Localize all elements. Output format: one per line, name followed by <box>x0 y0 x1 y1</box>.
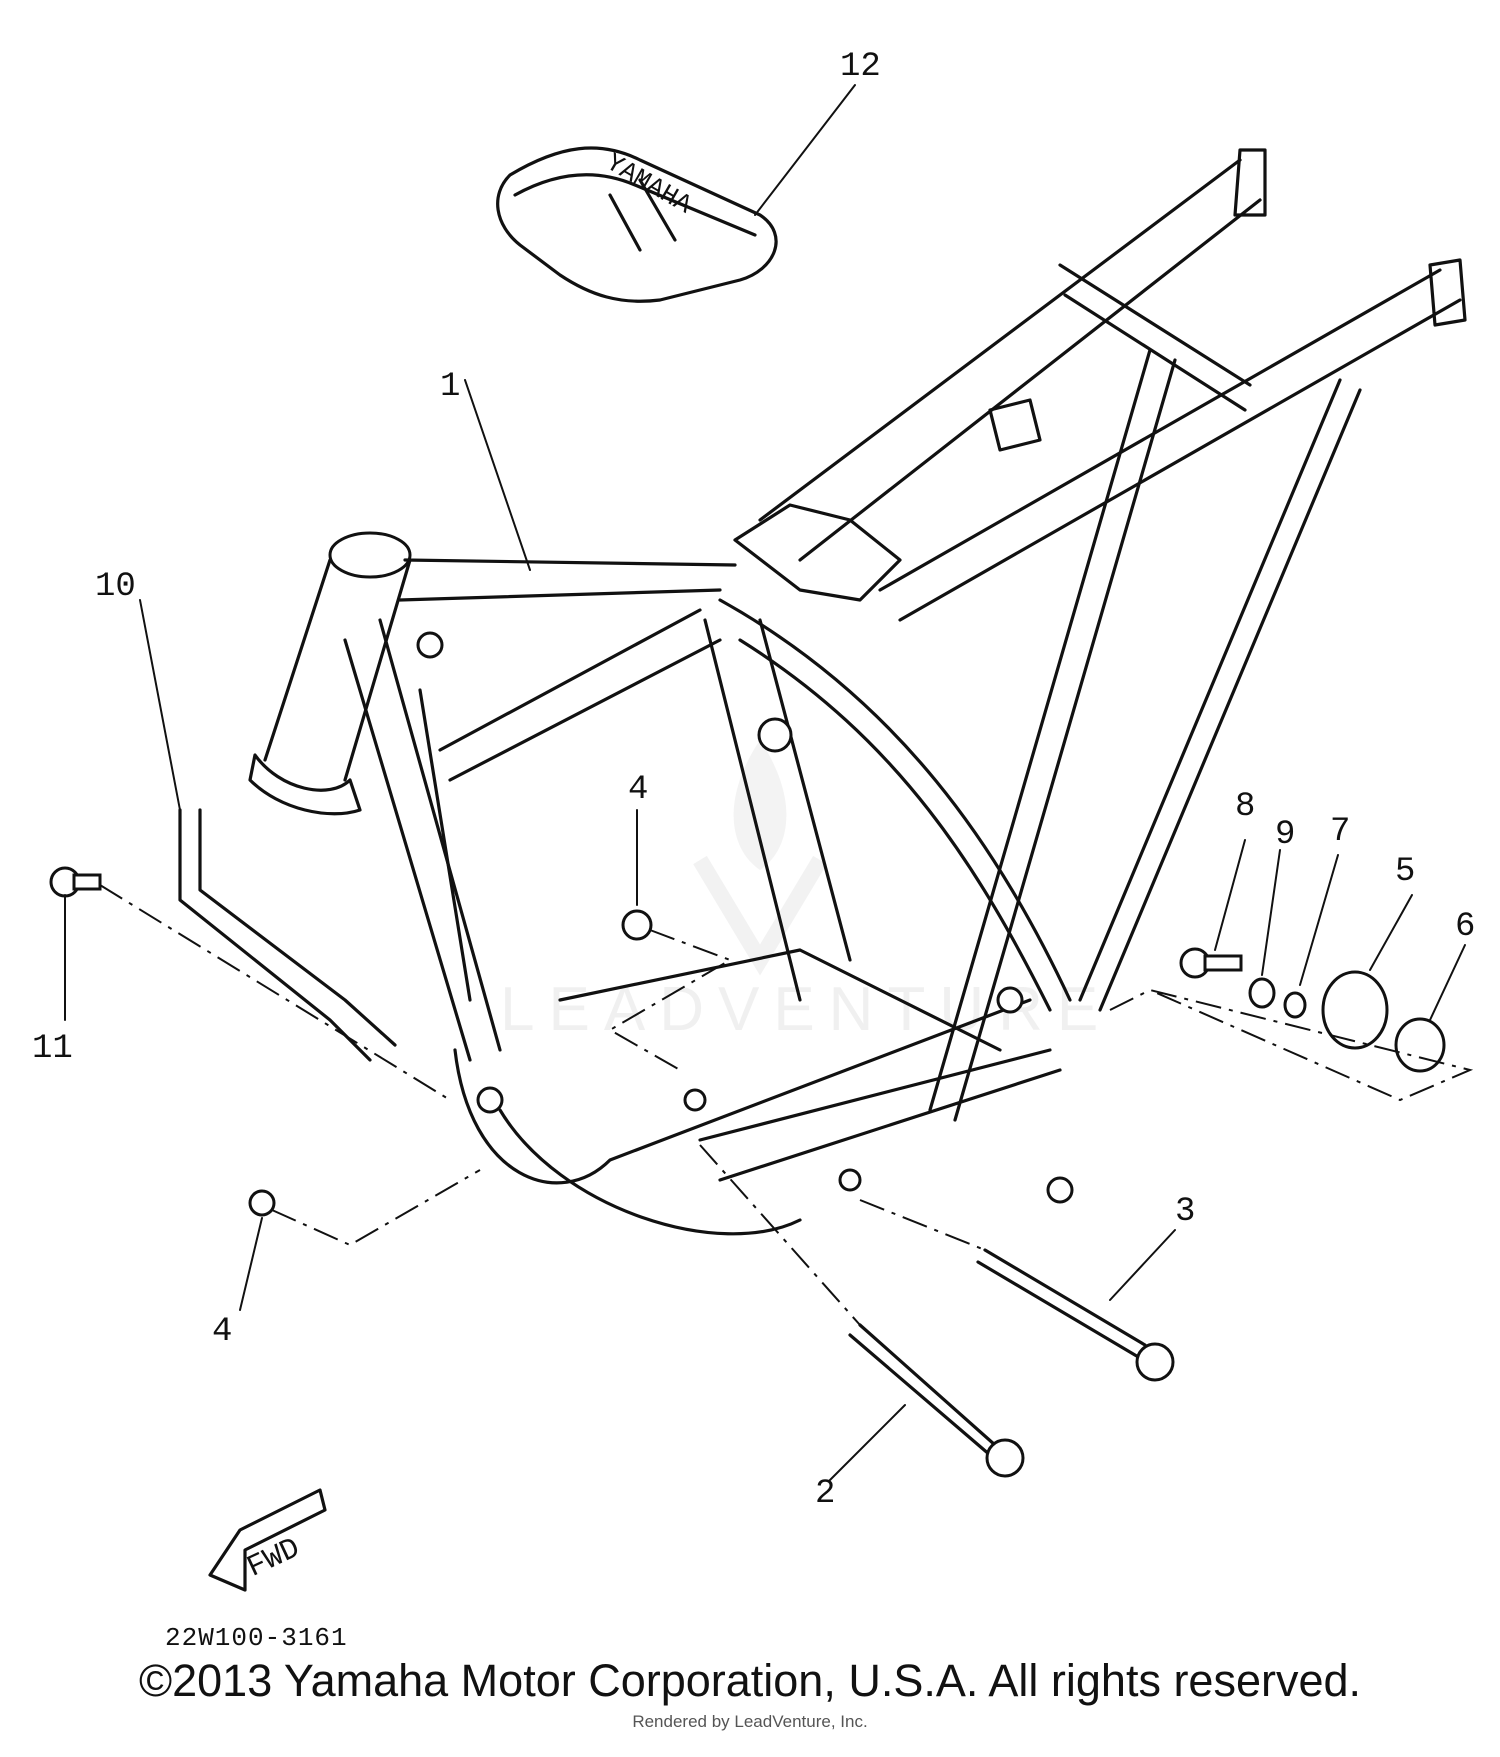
side-stand <box>178 808 397 1062</box>
tool-bag-text: YAMAHA <box>601 147 697 220</box>
watermark-text: LEADVENTURE <box>500 975 1112 1044</box>
callout-4-lower: 4 <box>212 1313 232 1351</box>
callout-3: 3 <box>1175 1193 1195 1231</box>
callout-4-upper: 4 <box>628 771 648 809</box>
callout-5: 5 <box>1395 853 1415 891</box>
watermark-logo: LEADVENTURE <box>500 740 1112 1044</box>
nut-4-lower <box>248 1169 481 1247</box>
callout-7: 7 <box>1330 813 1350 851</box>
rendered-by-text: Rendered by LeadVenture, Inc. <box>632 1712 868 1731</box>
leader-lines <box>64 84 1466 1481</box>
fwd-arrow-icon: FWD <box>208 1488 327 1592</box>
copyright-text: ©2013 Yamaha Motor Corporation, U.S.A. A… <box>138 1655 1362 1706</box>
callouts: 1 2 3 4 4 5 6 7 8 9 10 11 12 <box>32 48 1475 1513</box>
callout-10: 10 <box>95 568 136 606</box>
callout-11: 11 <box>32 1030 73 1068</box>
fwd-label: FWD <box>242 1532 305 1586</box>
tool-bag: YAMAHA <box>496 146 778 303</box>
main-frame <box>248 148 1467 1236</box>
callout-9: 9 <box>1275 816 1295 854</box>
bolt-2 <box>699 1144 1025 1478</box>
bolt-11 <box>49 866 451 1101</box>
nut-4-upper <box>608 909 733 1071</box>
callout-8: 8 <box>1235 788 1255 826</box>
callout-1: 1 <box>440 368 460 406</box>
callout-6: 6 <box>1455 908 1475 946</box>
callout-2: 2 <box>815 1475 835 1513</box>
part-code: 22W100-3161 <box>165 1623 348 1653</box>
bolt-3 <box>859 1199 1175 1382</box>
rear-mount-hardware <box>1109 947 1474 1102</box>
callout-12: 12 <box>840 48 881 86</box>
